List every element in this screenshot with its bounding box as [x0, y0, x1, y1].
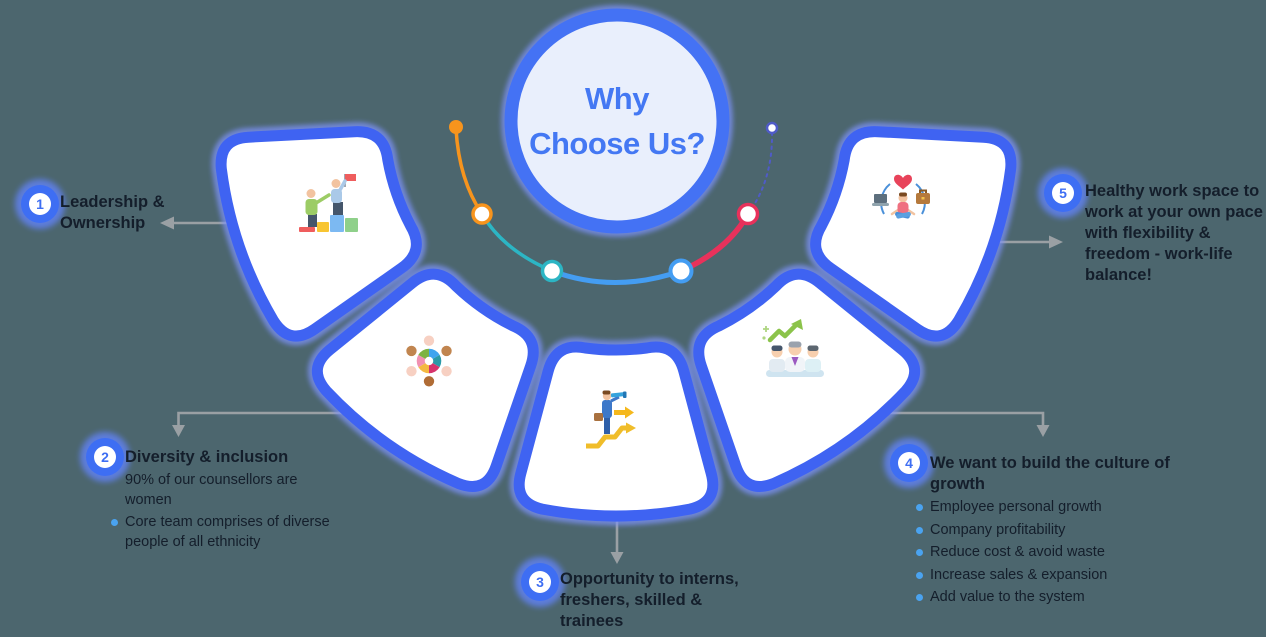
timeline-node-pink	[736, 202, 760, 226]
arc-segment-blue	[549, 268, 684, 285]
list-item: Company profitability	[916, 521, 1166, 541]
connector-arrow-4	[881, 411, 1045, 428]
bullet-dot	[916, 594, 923, 601]
bullet-dot	[111, 519, 118, 526]
arc-segment-orange	[454, 127, 484, 216]
badge-number-1: 1	[29, 193, 51, 215]
badge-disc: 2	[86, 438, 124, 476]
badge-disc: 5	[1044, 174, 1082, 212]
arc-start-dot	[449, 120, 463, 134]
list-item: Employee personal growth	[916, 498, 1166, 518]
step-badge-5: 5	[1036, 166, 1090, 220]
bullet-text: Reduce cost & avoid waste	[930, 544, 1105, 560]
arrowhead-down	[610, 552, 624, 564]
timeline-node-blue	[668, 258, 694, 284]
badge-disc: 4	[890, 444, 928, 482]
connector-arrow-2	[177, 411, 352, 428]
timeline-arc	[449, 120, 779, 285]
section-2-items: 90% of our counsellors are women Core te…	[111, 471, 337, 555]
bullet-text: Core team comprises of diverse people of…	[125, 514, 330, 550]
leadership-climb-icon	[293, 170, 363, 242]
bullet-text: Company profitability	[930, 521, 1066, 538]
center-circle	[504, 8, 730, 234]
section-3-heading: Opportunity to interns, freshers, skille…	[560, 570, 739, 630]
step-badge-2: 2	[78, 430, 132, 484]
badge-number-2: 2	[94, 446, 116, 468]
bullet-dot	[916, 504, 923, 511]
list-item: Core team comprises of diverse people of…	[111, 513, 337, 552]
arrowhead-right	[1049, 235, 1063, 249]
section-4-heading: We want to build the culture of growth	[930, 454, 1170, 493]
connector-arrows	[160, 216, 1063, 564]
bullet-text: Add value to the system	[930, 589, 1085, 605]
timeline-node-teal	[540, 259, 564, 283]
bullet-text: Increase sales & expansion	[930, 566, 1108, 583]
opportunity-telescope-icon	[578, 386, 648, 460]
list-item: Add value to the system	[916, 588, 1166, 608]
section-2-heading: Diversity & inclusion	[125, 448, 289, 466]
badge-disc: 1	[21, 185, 59, 223]
badge-number-4: 4	[898, 452, 920, 474]
arrowhead-down	[172, 425, 185, 437]
list-item: 90% of our counsellors are women	[111, 471, 337, 510]
timeline-node-orange	[471, 203, 493, 225]
arc-segment-pink	[678, 211, 751, 274]
step-badge-1: 1	[13, 177, 67, 231]
badge-number-5: 5	[1052, 182, 1074, 204]
list-item: Reduce cost & avoid waste	[916, 543, 1166, 563]
work-life-balance-icon	[870, 170, 936, 234]
timeline-node-indigo	[765, 121, 779, 135]
title-line-2: Choose Us?	[529, 126, 705, 161]
section-4-items: Employee personal growth Company profita…	[916, 498, 1166, 611]
arrowhead-left	[160, 216, 174, 230]
list-item: Increase sales & expansion	[916, 566, 1166, 586]
step-badge-3: 3	[513, 555, 567, 609]
team-growth-icon	[760, 316, 830, 392]
bullet-dot	[916, 571, 923, 579]
page-title: Why Choose Us?	[512, 76, 722, 166]
diversity-people-icon	[396, 326, 462, 396]
bullet-text: Employee personal growth	[930, 499, 1102, 515]
section-5-heading: Healthy work space to work at your own p…	[1085, 182, 1263, 284]
arc-segment-indigo-dotted	[747, 131, 774, 215]
bullet-dot	[916, 549, 923, 556]
arc-segment-teal	[480, 212, 554, 273]
badge-number-3: 3	[529, 571, 551, 593]
title-line-1: Why	[585, 81, 649, 116]
arrowhead-down	[1036, 425, 1050, 437]
section-1-heading: Leadership & Ownership	[60, 193, 165, 232]
bullet-text: 90% of our counsellors are women	[125, 472, 298, 508]
badge-disc: 3	[521, 563, 559, 601]
bullet-dot	[916, 526, 923, 534]
step-badge-4: 4	[882, 436, 936, 490]
